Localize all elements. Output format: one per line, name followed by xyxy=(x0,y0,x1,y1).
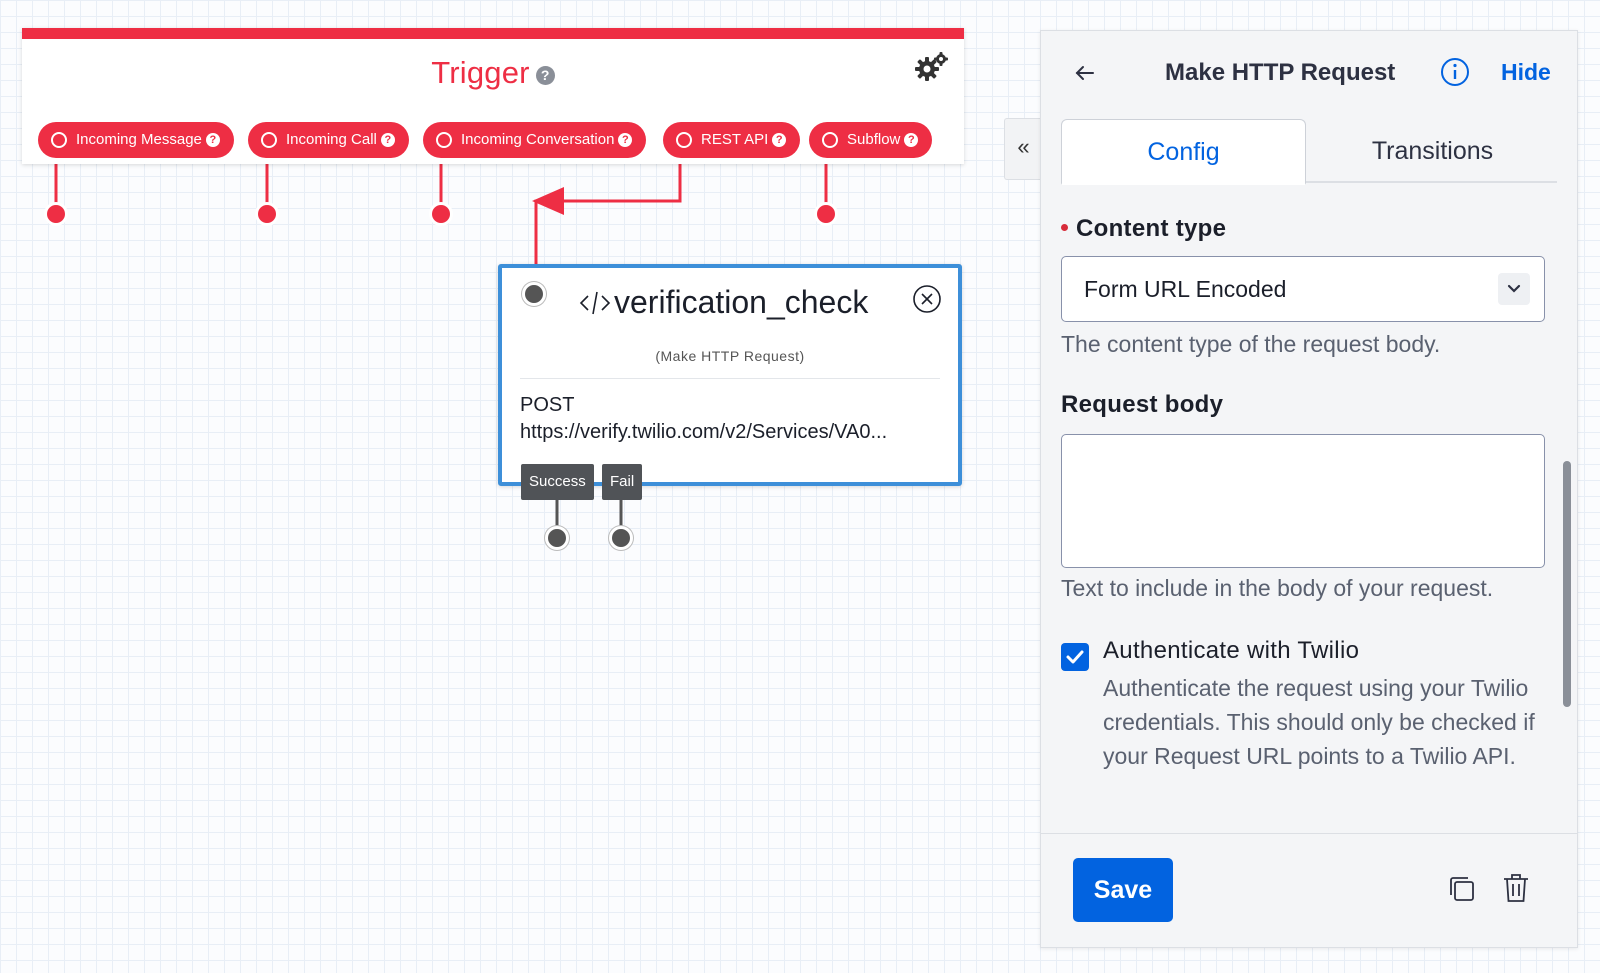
chevron-down-icon[interactable] xyxy=(1498,273,1530,305)
pill-label: Subflow xyxy=(847,131,901,148)
content-type-value: Form URL Encoded xyxy=(1084,276,1287,302)
code-icon xyxy=(579,291,611,315)
content-type-select[interactable]: Form URL Encoded xyxy=(1061,256,1545,322)
trigger-incoming-message[interactable]: Incoming Message? xyxy=(38,122,234,158)
authenticate-checkbox[interactable] xyxy=(1061,643,1089,671)
request-body-input[interactable] xyxy=(1061,434,1545,568)
trigger-title-text: Trigger xyxy=(431,55,530,90)
panel-tabs: Config Transitions xyxy=(1061,119,1557,185)
widget-input-port[interactable] xyxy=(522,282,546,306)
info-icon[interactable] xyxy=(1440,57,1470,87)
check-icon xyxy=(1066,650,1084,664)
pill-label: Incoming Conversation xyxy=(461,131,615,148)
config-panel: Make HTTP Request Hide Config Transition… xyxy=(1040,30,1578,948)
gears-icon[interactable] xyxy=(914,51,950,83)
trigger-widget[interactable]: Trigger? Incoming Message? Incoming Call… xyxy=(22,28,964,164)
help-icon[interactable]: ? xyxy=(618,133,633,147)
trigger-incoming-call[interactable]: Incoming Call? xyxy=(248,122,409,158)
verification-check-widget[interactable]: verification_check (Make HTTP Request) P… xyxy=(498,264,962,486)
content-type-label-text: Content type xyxy=(1076,215,1227,242)
subflow-port[interactable] xyxy=(814,202,838,226)
incoming-message-port[interactable] xyxy=(44,202,68,226)
widget-method: POST xyxy=(520,394,575,416)
pill-label: REST API xyxy=(701,131,769,148)
widget-name: verification_check xyxy=(614,284,869,320)
incoming-call-port[interactable] xyxy=(255,202,279,226)
trigger-rest-api[interactable]: REST API? xyxy=(663,122,801,158)
transition-success[interactable]: Success xyxy=(521,464,594,500)
trigger-subflow[interactable]: Subflow? xyxy=(809,122,933,158)
authenticate-label: Authenticate with Twilio xyxy=(1103,637,1360,664)
panel-scrollbar[interactable] xyxy=(1563,461,1571,707)
fail-port[interactable] xyxy=(609,526,633,550)
close-icon[interactable] xyxy=(912,284,942,314)
trigger-incoming-conversation[interactable]: Incoming Conversation? xyxy=(423,122,647,158)
content-type-help: The content type of the request body. xyxy=(1061,331,1441,357)
panel-title: Make HTTP Request xyxy=(1165,59,1396,86)
back-arrow-icon[interactable] xyxy=(1073,61,1097,85)
tab-transitions[interactable]: Transitions xyxy=(1371,137,1494,165)
duplicate-icon[interactable] xyxy=(1447,874,1477,904)
help-icon[interactable]: ? xyxy=(205,133,220,147)
trigger-title: Trigger? xyxy=(22,55,964,91)
help-icon[interactable]: ? xyxy=(772,133,787,147)
trash-icon[interactable] xyxy=(1501,872,1531,904)
help-icon[interactable]: ? xyxy=(535,66,555,85)
pill-label: Incoming Call xyxy=(286,131,377,148)
help-icon[interactable]: ? xyxy=(380,133,395,147)
save-button[interactable]: Save xyxy=(1073,858,1173,922)
help-icon[interactable]: ? xyxy=(904,133,919,147)
success-port[interactable] xyxy=(545,526,569,550)
collapse-panel-button[interactable]: « xyxy=(1004,118,1042,180)
hide-link[interactable]: Hide xyxy=(1501,59,1551,85)
pill-label: Incoming Message xyxy=(76,131,202,148)
incoming-conversation-port[interactable] xyxy=(429,202,453,226)
widget-type: (Make HTTP Request) xyxy=(655,348,805,364)
request-body-label: Request body xyxy=(1061,391,1224,418)
required-indicator xyxy=(1061,224,1068,231)
widget-url: https://verify.twilio.com/v2/Services/VA… xyxy=(520,421,888,443)
tab-config[interactable]: Config xyxy=(1061,119,1306,185)
transition-fail[interactable]: Fail xyxy=(602,464,643,500)
request-body-help: Text to include in the body of your requ… xyxy=(1061,575,1494,601)
divider xyxy=(520,378,940,379)
content-type-label: Content type xyxy=(1061,215,1226,243)
authenticate-description: Authenticate the request using your Twil… xyxy=(1103,675,1535,769)
panel-footer: Save xyxy=(1041,833,1577,947)
